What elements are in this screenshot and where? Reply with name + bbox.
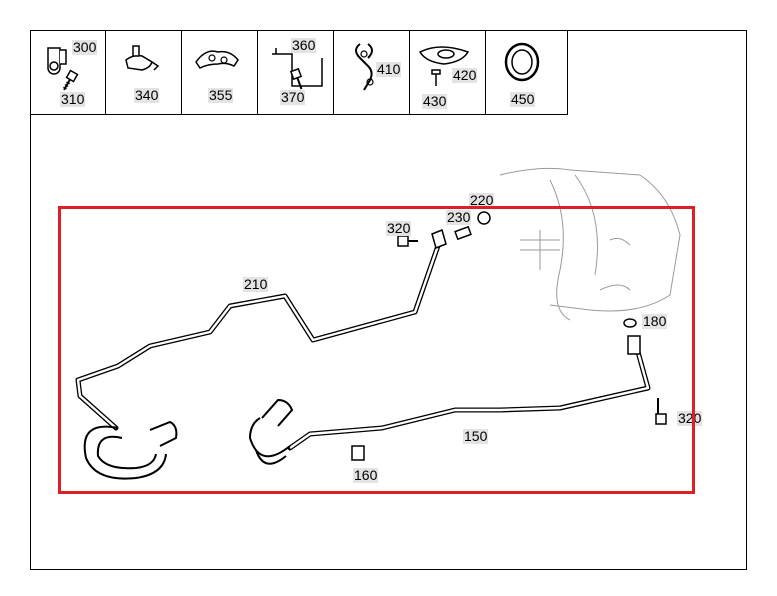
legend-cell-355[interactable]: 355 <box>182 30 258 114</box>
legend-cell-360-370[interactable]: 360 370 <box>258 30 334 114</box>
bolt-320-top <box>397 235 418 247</box>
bracket-bolt-icon <box>272 48 323 90</box>
fitting-180 <box>627 335 641 355</box>
part-label-310: 310 <box>60 91 86 107</box>
bracket-top <box>431 228 447 250</box>
part-label-420: 420 <box>452 67 478 83</box>
washer-180 <box>623 318 637 328</box>
callout-160: 160 <box>353 467 379 483</box>
double-clamp-icon <box>355 43 374 91</box>
clip-bracket-icon <box>195 50 239 69</box>
callout-320-right: 320 <box>677 410 703 426</box>
legend-cell-450[interactable]: 450 <box>486 30 562 114</box>
part-label-370: 370 <box>280 89 306 105</box>
hose-left <box>83 420 178 480</box>
hose-right <box>248 398 294 465</box>
part-label-355: 355 <box>208 87 234 103</box>
part-label-450: 450 <box>510 91 536 107</box>
part-label-360: 360 <box>291 37 317 53</box>
seal-ring-icon <box>504 42 540 82</box>
callout-150: 150 <box>463 428 489 444</box>
legend-cell-410[interactable]: 410 <box>334 30 410 114</box>
fitting-230 <box>454 225 472 241</box>
callout-230: 230 <box>446 209 472 225</box>
legend-cell-420-430[interactable]: 420 430 <box>410 30 486 114</box>
clip-nut-icon <box>125 45 160 71</box>
callout-180: 180 <box>642 313 668 329</box>
clamp-icon <box>47 47 79 91</box>
bolt-320-right <box>655 398 667 425</box>
parts-legend: 300 310 340 355 360 370 <box>30 30 568 115</box>
plate-bolt-icon <box>418 46 470 86</box>
part-label-430: 430 <box>422 93 448 109</box>
callout-210: 210 <box>243 276 269 292</box>
part-label-410: 410 <box>376 61 402 77</box>
part-label-340: 340 <box>134 87 160 103</box>
callout-320-top: 320 <box>386 220 412 236</box>
highlight-box <box>58 206 695 494</box>
callout-220: 220 <box>469 192 495 208</box>
clip-160 <box>351 445 365 461</box>
legend-cell-300-310[interactable]: 300 310 <box>30 30 106 114</box>
part-label-300: 300 <box>72 39 98 55</box>
washer-220 <box>477 211 491 225</box>
legend-cell-340[interactable]: 340 <box>106 30 182 114</box>
diagram-frame <box>30 30 747 570</box>
